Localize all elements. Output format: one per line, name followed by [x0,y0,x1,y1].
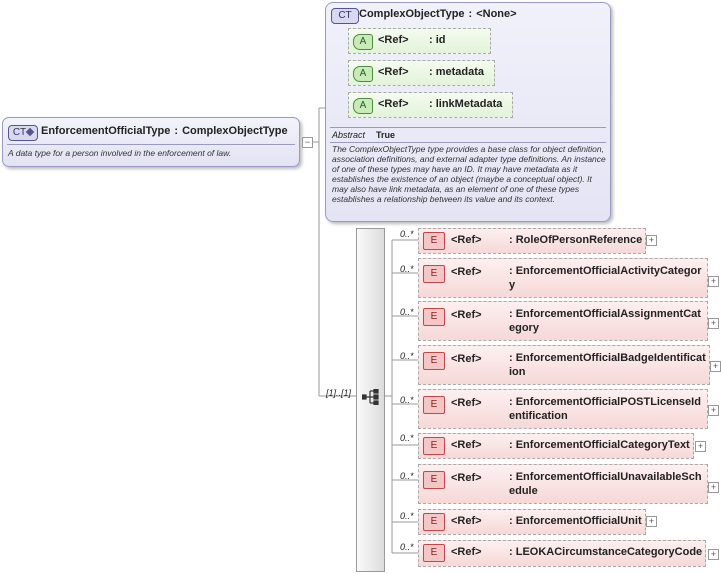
element-cardinality: 0..* [400,307,414,317]
attribute-name: : metadata [429,66,485,78]
divider [7,144,295,145]
attribute-metadata[interactable]: A <Ref> : metadata [348,60,495,86]
element-cardinality: 0..* [400,433,414,443]
sequence-cardinality: [1]..[1] [326,388,352,398]
expand-icon[interactable]: + [646,235,657,246]
element-activity-category[interactable]: E <Ref> : EnforcementOfficialActivityCat… [418,258,708,298]
element-cardinality: 0..* [400,351,414,361]
element-ref: <Ref> [451,309,482,321]
divider [330,142,606,143]
element-icon: E [423,308,445,326]
type-separator: : [174,125,179,137]
element-ref: <Ref> [451,353,482,365]
element-name: : EnforcementOfficialBadgeIdentification [509,352,706,378]
expand-icon[interactable]: + [695,441,706,452]
attribute-icon: A [353,98,373,114]
attribute-name: : linkMetadata [429,98,503,110]
element-cardinality: 0..* [400,542,414,552]
element-name: : EnforcementOfficialUnit [509,515,642,527]
element-ref: <Ref> [451,546,482,558]
expand-icon[interactable]: + [708,549,719,560]
element-name: : LEOKACircumstanceCategoryCode [509,546,703,558]
type-title: EnforcementOfficialType:ComplexObjectTyp… [41,125,288,137]
type-name: EnforcementOfficialType [41,125,171,137]
element-ref: <Ref> [451,439,482,451]
sequence-compositor[interactable] [356,228,385,572]
element-ref: <Ref> [451,472,482,484]
attribute-ref: <Ref> [378,34,409,46]
element-role-of-person-reference[interactable]: E <Ref> : RoleOfPersonReference [418,228,646,254]
attribute-icon: A [353,66,373,82]
element-icon: E [423,437,445,455]
base-type-base: <None> [476,8,517,20]
attribute-icon: A [353,34,373,50]
element-icon: E [423,352,445,370]
type-base: ComplexObjectType [182,125,288,137]
collapse-toggle-icon[interactable]: − [302,137,313,148]
element-cardinality: 0..* [400,471,414,481]
element-cardinality: 0..* [400,395,414,405]
abstract-value: True [376,130,396,140]
abstract-label: Abstract [332,130,366,140]
element-cardinality: 0..* [400,229,414,239]
element-icon: E [423,265,445,283]
expand-icon[interactable]: + [708,276,719,287]
element-leoka-circumstance-category-code[interactable]: E <Ref> : LEOKACircumstanceCategoryCode [418,540,706,567]
element-unavailable-schedule[interactable]: E <Ref> : EnforcementOfficialUnavailable… [418,464,708,504]
element-cardinality: 0..* [400,264,414,274]
base-type-description: The ComplexObjectType type provides a ba… [332,144,606,204]
base-type-name: ComplexObjectType [359,8,465,20]
expand-icon[interactable]: + [710,361,721,372]
element-name: : EnforcementOfficialPOSTLicenseIdentifi… [509,396,701,422]
element-badge-identification[interactable]: E <Ref> : EnforcementOfficialBadgeIdenti… [418,345,710,385]
element-post-license-identification[interactable]: E <Ref> : EnforcementOfficialPOSTLicense… [418,389,708,429]
base-type-separator: : [468,8,473,20]
sequence-icon [362,389,379,405]
divider [330,127,606,128]
complex-type-extension-icon: CT [8,125,38,141]
base-type-title: ComplexObjectType:<None> [359,8,517,20]
type-box-enforcement-official[interactable]: CT EnforcementOfficialType:ComplexObject… [2,117,300,167]
element-icon: E [423,544,445,562]
type-description: A data type for a person involved in the… [8,148,232,158]
complex-type-icon: CT [331,8,359,24]
element-icon: E [423,471,445,489]
element-name: : EnforcementOfficialCategoryText [509,439,690,451]
element-unit[interactable]: E <Ref> : EnforcementOfficialUnit [418,509,646,535]
element-icon: E [423,513,445,531]
element-category-text[interactable]: E <Ref> : EnforcementOfficialCategoryTex… [418,433,694,459]
element-assignment-category[interactable]: E <Ref> : EnforcementOfficialAssignmentC… [418,301,708,341]
attribute-id[interactable]: A <Ref> : id [348,28,491,54]
type-box-complex-object[interactable]: CT ComplexObjectType:<None> A <Ref> : id… [325,2,611,222]
element-ref: <Ref> [451,266,482,278]
element-name: : EnforcementOfficialActivityCategory [509,265,702,291]
element-ref: <Ref> [451,515,482,527]
expand-icon[interactable]: + [708,405,719,416]
element-icon: E [423,396,445,414]
element-icon: E [423,232,445,250]
expand-icon[interactable]: + [708,318,719,329]
expand-icon[interactable]: + [646,516,657,527]
element-name: : EnforcementOfficialAssignmentCategory [509,308,701,334]
attribute-link-metadata[interactable]: A <Ref> : linkMetadata [348,92,513,118]
element-name: : EnforcementOfficialUnavailableSchedule [509,471,702,497]
element-cardinality: 0..* [400,511,414,521]
attribute-name: : id [429,34,446,46]
attribute-ref: <Ref> [378,66,409,78]
element-ref: <Ref> [451,234,482,246]
element-ref: <Ref> [451,397,482,409]
attribute-ref: <Ref> [378,98,409,110]
element-name: : RoleOfPersonReference [509,234,643,246]
expand-icon[interactable]: + [708,482,719,493]
